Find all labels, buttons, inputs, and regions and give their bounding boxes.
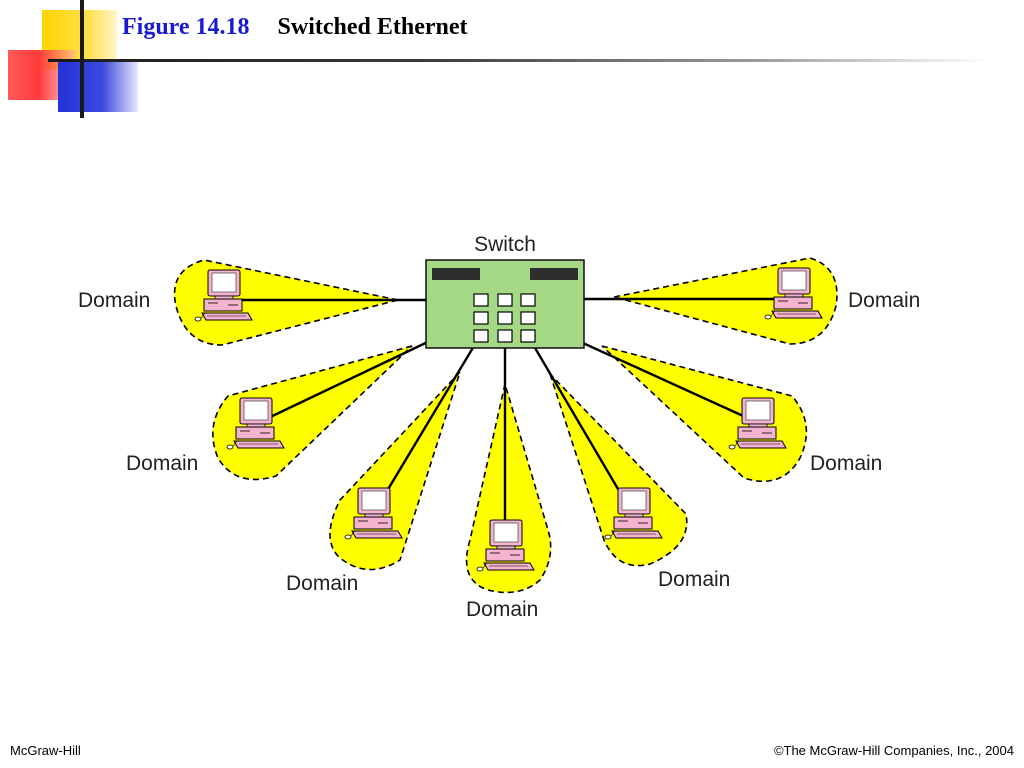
switch-display <box>530 268 578 280</box>
domain-zone <box>465 380 552 594</box>
figure-title: Switched Ethernet <box>277 14 468 40</box>
figure-number: Figure 14.18 <box>122 14 250 40</box>
domain-right: Domain <box>528 257 920 345</box>
domain-lower-left: Domain <box>126 316 479 481</box>
domain-left: Domain <box>78 259 477 346</box>
domain-bottom-right: Domain <box>526 335 730 591</box>
switch-port <box>473 329 489 343</box>
domain-label: Domain <box>78 289 150 312</box>
switch-display <box>432 268 480 280</box>
domain-bottom-center: Domain <box>465 336 552 621</box>
switch-port <box>520 293 536 307</box>
switch-port <box>520 311 536 325</box>
domain-label: Domain <box>126 452 198 475</box>
switch-port <box>497 311 513 325</box>
domain-label: Domain <box>286 572 358 595</box>
network-cable <box>526 335 630 507</box>
domain-label: Domain <box>658 568 730 591</box>
domain-zone <box>549 373 688 567</box>
switch-port <box>497 293 513 307</box>
network-cable <box>376 335 482 507</box>
domain-bottom-left: Domain <box>286 335 482 595</box>
footer-copyright: ©The McGraw-Hill Companies, Inc., 2004 <box>773 743 1014 758</box>
switch-device: Switch <box>425 233 585 349</box>
decor-horizontal-line <box>48 59 988 62</box>
switch-ports <box>473 293 536 343</box>
switch-port <box>473 293 489 307</box>
domain-label: Domain <box>848 289 920 312</box>
footer-publisher: McGraw-Hill <box>10 743 81 758</box>
switch-port <box>520 329 536 343</box>
domain-label: Domain <box>466 598 538 621</box>
slide-title: Figure 14.18 Switched Ethernet <box>122 14 468 41</box>
switch-label: Switch <box>474 233 536 256</box>
switch-port <box>497 329 513 343</box>
switch-port <box>473 311 489 325</box>
domain-label: Domain <box>810 452 882 475</box>
decor-blue-square <box>58 62 138 112</box>
